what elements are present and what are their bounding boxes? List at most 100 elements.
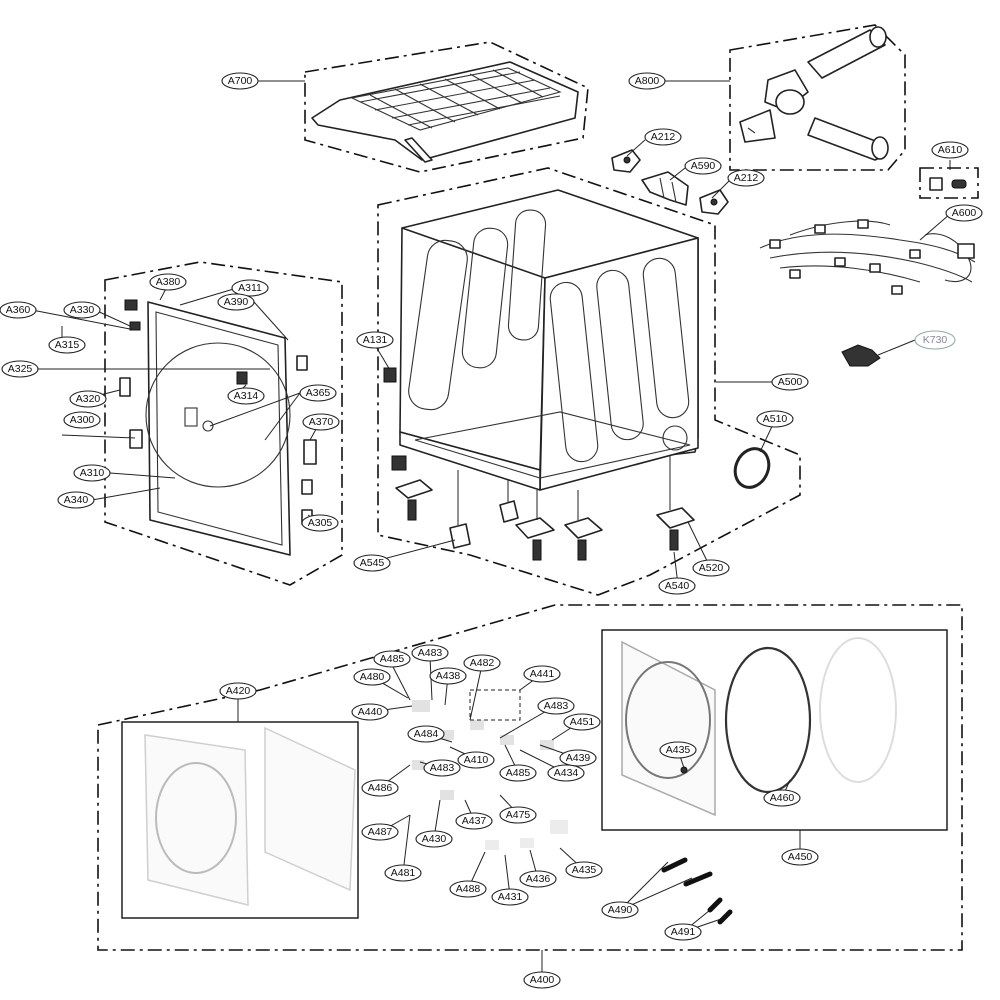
label-a483-2: A483 [537, 697, 575, 715]
svg-text:A212: A212 [651, 131, 676, 143]
label-a420: A420 [219, 682, 257, 700]
svg-text:A310: A310 [80, 467, 105, 479]
label-a451: A451 [563, 713, 601, 731]
svg-text:A450: A450 [788, 851, 813, 863]
svg-text:A485: A485 [380, 653, 405, 665]
svg-text:A431: A431 [498, 891, 523, 903]
label-a441: A441 [523, 665, 561, 683]
label-a131: A131 [356, 331, 394, 349]
label-a600: A600 [945, 204, 983, 222]
exhaust-duct-part [739, 26, 889, 161]
label-a314: A314 [227, 387, 265, 405]
label-a480: A480 [353, 668, 391, 686]
label-a340: A340 [57, 491, 95, 509]
label-a450: A450 [781, 848, 819, 866]
label-a490: A490 [601, 901, 639, 919]
top-plate-part [311, 61, 579, 163]
label-a486: A486 [361, 779, 399, 797]
svg-text:A131: A131 [363, 334, 388, 346]
bracket-part [641, 171, 689, 206]
label-a483-3: A483 [423, 759, 461, 777]
svg-text:A491: A491 [671, 926, 696, 938]
inner-door-group-outline [601, 629, 948, 831]
svg-text:A365: A365 [306, 387, 331, 399]
label-a438: A438 [429, 667, 467, 685]
label-a365: A365 [299, 384, 337, 402]
door-group-outline [97, 604, 963, 951]
svg-text:A300: A300 [70, 414, 95, 426]
svg-text:A700: A700 [228, 75, 253, 87]
svg-text:A490: A490 [608, 904, 633, 916]
screws-part [661, 857, 733, 925]
svg-text:A484: A484 [414, 728, 439, 740]
label-a300: A300 [63, 411, 101, 429]
label-a500: A500 [771, 373, 809, 391]
label-a435-2: A435 [565, 861, 603, 879]
label-a437: A437 [455, 812, 493, 830]
svg-text:A540: A540 [665, 580, 690, 592]
label-a212-2: A212 [727, 169, 765, 187]
svg-text:A340: A340 [64, 494, 89, 506]
label-a800: A800 [628, 72, 666, 90]
svg-text:A460: A460 [770, 792, 795, 804]
svg-text:A545: A545 [360, 557, 385, 569]
svg-text:A482: A482 [470, 657, 495, 669]
label-a485-1: A485 [373, 650, 411, 668]
label-a435-1: A435 [659, 741, 697, 759]
label-a400: A400 [523, 971, 561, 989]
svg-text:A520: A520 [699, 562, 724, 574]
sensor-2-part [699, 189, 729, 215]
svg-text:A435: A435 [666, 744, 691, 756]
svg-text:A441: A441 [530, 668, 555, 680]
svg-text:A420: A420 [226, 685, 251, 697]
label-a430: A430 [415, 830, 453, 848]
svg-text:A440: A440 [358, 706, 383, 718]
label-a390: A390 [217, 293, 255, 311]
svg-text:A486: A486 [368, 782, 393, 794]
label-a460: A460 [763, 789, 801, 807]
label-a325: A325 [1, 360, 39, 378]
label-a439: A439 [559, 749, 597, 767]
label-a484: A484 [407, 725, 445, 743]
svg-text:K730: K730 [923, 334, 948, 346]
label-a481: A481 [384, 864, 422, 882]
label-a320: A320 [69, 390, 107, 408]
a441-callout-box [469, 689, 521, 721]
svg-text:A483: A483 [418, 647, 443, 659]
label-a610: A610 [931, 141, 969, 159]
label-k730: K730 [914, 330, 956, 350]
front-panel-group-outline [104, 261, 343, 586]
svg-text:A430: A430 [422, 833, 447, 845]
svg-text:A360: A360 [6, 304, 31, 316]
svg-text:A370: A370 [309, 416, 334, 428]
svg-text:A485: A485 [506, 767, 531, 779]
label-a475: A475 [499, 806, 537, 824]
label-a482: A482 [463, 654, 501, 672]
svg-text:A610: A610 [938, 144, 963, 156]
cabinet-group-outline [377, 167, 801, 596]
label-a370: A370 [302, 413, 340, 431]
label-a487: A487 [361, 823, 399, 841]
svg-text:A435: A435 [572, 864, 597, 876]
svg-text:A311: A311 [238, 282, 262, 294]
svg-text:A325: A325 [8, 363, 33, 375]
door-glass-part [144, 726, 356, 906]
label-a488: A488 [449, 880, 487, 898]
label-a436: A436 [519, 870, 557, 888]
front-panel-part [119, 299, 317, 556]
inner-door-part [621, 637, 897, 817]
duct-group-outline [729, 24, 906, 171]
label-a360: A360 [0, 301, 37, 319]
door-hinge-parts [412, 700, 568, 850]
label-a520: A520 [692, 559, 730, 577]
svg-text:A510: A510 [763, 413, 788, 425]
svg-text:A500: A500 [778, 376, 803, 388]
svg-text:A437: A437 [462, 815, 487, 827]
door-glass-group-outline [121, 721, 359, 919]
svg-text:A590: A590 [691, 160, 716, 172]
gasket-ring-part [733, 447, 771, 489]
sensor-1-part [611, 149, 641, 173]
label-a545: A545 [353, 554, 391, 572]
svg-text:A380: A380 [156, 276, 181, 288]
svg-text:A212: A212 [734, 172, 759, 184]
